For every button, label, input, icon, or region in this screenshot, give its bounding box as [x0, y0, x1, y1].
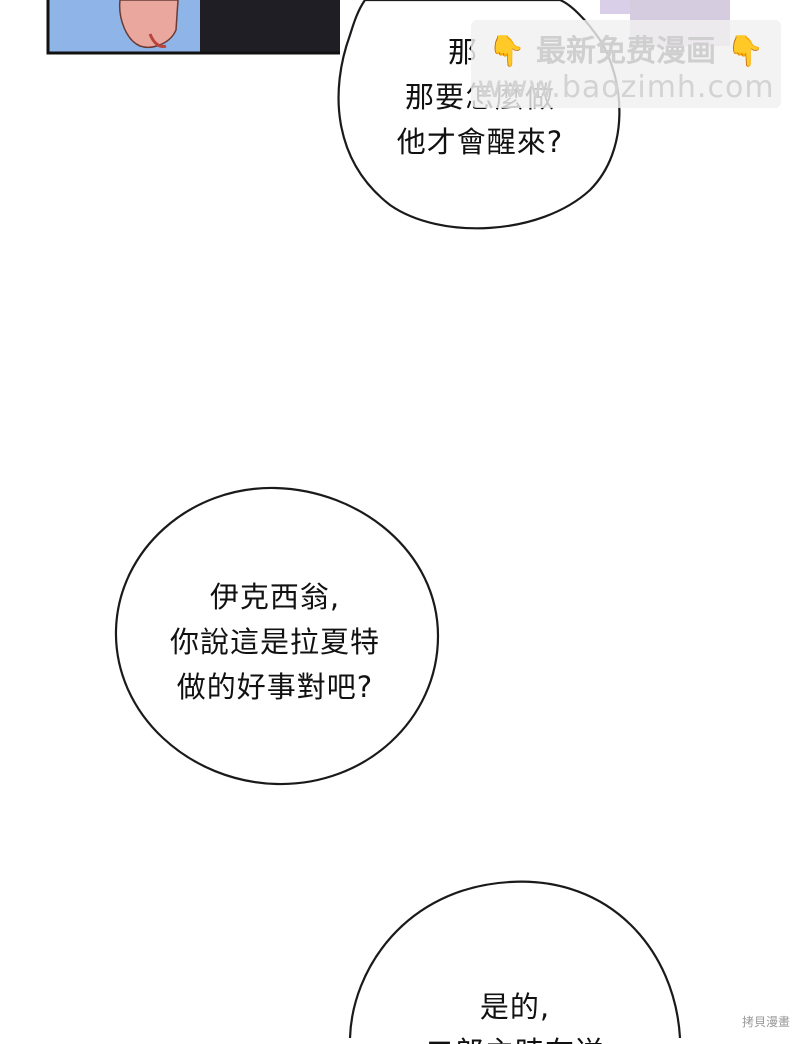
hand-art: [118, 0, 179, 48]
bubble-2-line-3: 做的好事對吧?: [176, 670, 374, 704]
speech-bubble-2: [114, 486, 440, 786]
bubble-1-line-3: 他才會醒來?: [396, 125, 564, 159]
panel-border: [46, 0, 340, 55]
bubble-3-line-1: 是的,: [479, 990, 551, 1024]
bubble-3-line-2: 二郎主時在送: [410, 1030, 620, 1044]
speech-bubble-3: [348, 880, 682, 1038]
bubble-2-line-2: 你說這是拉夏特: [169, 625, 380, 659]
watermark-url: www.baozimh.com: [477, 70, 775, 105]
watermark-title-text: 最新免费漫画: [536, 34, 716, 69]
hand-nail-art: [148, 33, 167, 48]
watermark-title: 👇 最新免费漫画 👇: [471, 26, 781, 70]
watermark-banner: 👇 最新免费漫画 👇 www.baozimh.com: [471, 20, 781, 108]
pointing-down-hand-icon: 👇: [726, 34, 764, 69]
pointing-down-hand-icon: 👇: [488, 34, 526, 69]
dark-clothing: [200, 0, 340, 52]
bubble-2-text: 伊克西翁, 你說這是拉夏特 做的好事對吧?: [150, 575, 400, 710]
bubble-2-line-1: 伊克西翁,: [209, 580, 341, 614]
corner-watermark: 拷貝漫畫: [741, 1015, 790, 1029]
bubble-3-text: 是的, 二郎主時在送: [410, 985, 620, 1044]
